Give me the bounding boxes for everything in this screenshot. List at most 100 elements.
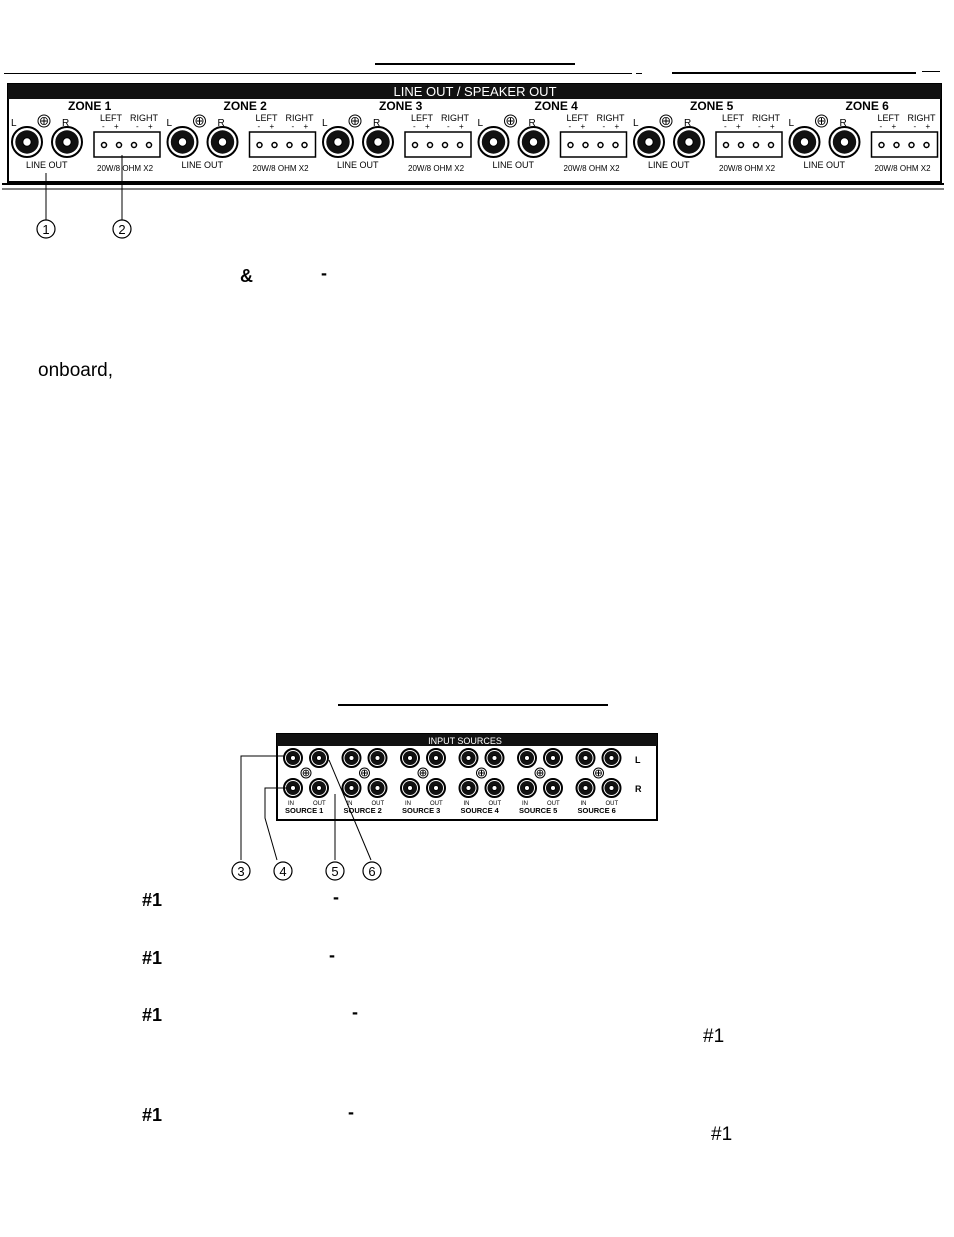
terminal-rating-label: 20W/8 OHM X2 <box>875 164 932 173</box>
zone-title: ZONE 5 <box>690 99 734 113</box>
terminal-plus: + <box>270 122 275 131</box>
source-label: SOURCE 5 <box>519 806 557 815</box>
callout-2-number: 2 <box>118 222 125 237</box>
speaker-terminal-block <box>404 131 472 158</box>
callout-4-number: 4 <box>279 864 286 879</box>
terminal-minus: - <box>102 122 105 131</box>
out-label: OUT <box>313 801 326 807</box>
terminal-minus: - <box>292 122 295 131</box>
panel2-row-right-label: R <box>635 784 642 794</box>
input-jack-in-right <box>458 778 479 798</box>
panel2-row-left-label: L <box>635 755 641 765</box>
callout-2-circle <box>112 219 132 239</box>
screw-icon <box>593 767 604 779</box>
callout-5-circle <box>325 861 345 881</box>
input-jack-out-left <box>484 748 505 768</box>
dash-fragment-5: - <box>348 1102 354 1122</box>
dash-fragment-1: - <box>321 263 327 283</box>
panel2-header-bar <box>277 734 657 746</box>
jack-label-left: L <box>11 118 17 129</box>
terminal-minus: - <box>603 122 606 131</box>
out-label: OUT <box>372 801 385 807</box>
hash1-fragment-1: #1 <box>142 890 163 910</box>
input-jack-in-right <box>575 778 596 798</box>
terminal-left-label: LEFT <box>722 113 745 123</box>
top-rule-left <box>4 73 632 74</box>
hash1-fragment-3: #1 <box>142 1005 163 1025</box>
in-label: IN <box>522 801 528 807</box>
input-jack-in-left <box>517 748 537 768</box>
jack-label-left: L <box>789 118 795 129</box>
callout-1-circle <box>36 219 56 239</box>
input-jack-out-right <box>367 778 388 798</box>
source-label: SOURCE 6 <box>578 806 616 815</box>
input-jack-out-left <box>367 748 388 768</box>
zone-title: ZONE 1 <box>68 99 112 113</box>
panel1-header-text: LINE OUT / SPEAKER OUT <box>393 84 556 99</box>
jack-label-right: R <box>218 118 225 129</box>
input-jack-in-left <box>341 748 362 768</box>
jack-label-left: L <box>633 118 639 129</box>
input-jack-out-right <box>426 778 446 798</box>
dash-fragment-4: - <box>352 1002 358 1022</box>
terminal-left-label: LEFT <box>567 113 590 123</box>
speaker-terminal-block <box>559 131 628 158</box>
terminal-minus: - <box>136 122 139 131</box>
input-jack-in-right <box>517 778 537 798</box>
callout-6-circle <box>362 861 382 881</box>
zone-title: ZONE 4 <box>535 99 579 113</box>
terminal-rating-label: 20W/8 OHM X2 <box>408 164 465 173</box>
out-label: OUT <box>430 801 443 807</box>
line-out-jack-right <box>828 126 861 158</box>
source-label: SOURCE 4 <box>461 806 500 815</box>
in-label: IN <box>581 801 587 807</box>
terminal-plus: + <box>892 122 897 131</box>
line-out-label: LINE OUT <box>804 160 846 170</box>
terminal-plus: + <box>114 122 119 131</box>
jack-label-left: L <box>167 118 173 129</box>
zone-title: ZONE 3 <box>379 99 423 113</box>
screw-icon <box>37 114 51 128</box>
jack-label-right: R <box>840 118 847 129</box>
terminal-minus: - <box>880 122 883 131</box>
top-title-underline <box>375 63 575 65</box>
terminal-plus: + <box>425 122 430 131</box>
input-jack-in-left <box>458 748 479 768</box>
input-jack-out-right <box>309 778 329 798</box>
callout-3-number: 3 <box>237 864 244 879</box>
input-jack-in-left <box>400 748 420 768</box>
in-label: IN <box>347 801 353 807</box>
line-out-jack-right <box>51 126 83 158</box>
panel1-header-bar <box>8 84 941 99</box>
input-jack-in-right <box>400 778 420 798</box>
top-rule-right <box>672 72 916 74</box>
line-out-jack-left <box>322 126 354 158</box>
terminal-minus: - <box>758 122 761 131</box>
screw-icon <box>417 767 429 779</box>
terminal-minus: - <box>447 122 450 131</box>
in-label: IN <box>464 801 470 807</box>
terminal-left-label: LEFT <box>878 113 901 123</box>
input-jack-out-left <box>601 748 622 768</box>
screw-icon <box>815 114 828 128</box>
screw-icon <box>359 767 370 779</box>
line-out-jack-right <box>206 126 239 158</box>
terminal-right-label: RIGHT <box>752 113 781 123</box>
line-out-jack-right <box>362 126 394 158</box>
out-label: OUT <box>547 801 560 807</box>
top-rule-mid <box>636 73 642 74</box>
hash1-fragment-6: #1 <box>711 1124 733 1145</box>
line-out-jack-left <box>11 126 43 158</box>
input-jack-out-left <box>543 748 563 768</box>
terminal-minus: - <box>914 122 917 131</box>
zone-title: ZONE 2 <box>224 99 268 113</box>
out-label: OUT <box>606 801 619 807</box>
input-jack-in-left <box>575 748 596 768</box>
jack-label-right: R <box>62 118 69 129</box>
line-out-label: LINE OUT <box>648 160 690 170</box>
